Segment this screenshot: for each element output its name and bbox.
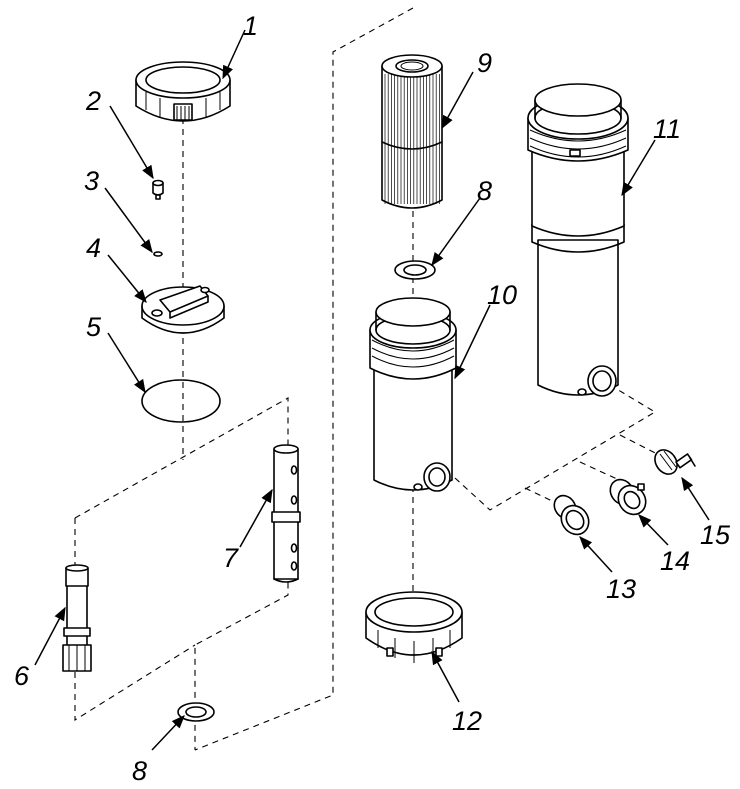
callout-5: 5 <box>86 312 102 342</box>
callout-13: 13 <box>606 574 636 604</box>
part-5-lid-o-ring <box>141 379 221 423</box>
callout-7: 7 <box>223 543 239 573</box>
part-7-air-relief-tube <box>271 444 301 583</box>
part-15-drain-plug <box>654 449 696 475</box>
part-14-union-nut <box>609 478 647 516</box>
part-11-filter-body-tall <box>527 83 629 397</box>
callout-3: 3 <box>84 166 99 196</box>
part-1-filter-lock-ring <box>135 61 231 122</box>
part-4-filter-lid <box>141 285 225 334</box>
part-2-air-relief-valve <box>152 179 164 200</box>
callout-numbers: 1 2 3 4 5 6 7 8 9 8 10 11 12 13 14 15 <box>14 11 731 786</box>
part-6-standpipe <box>62 564 92 672</box>
callout-4: 4 <box>86 233 101 263</box>
part-9-filter-cartridge <box>381 54 443 209</box>
part-8-seal-gasket-top <box>394 260 436 280</box>
callout-11: 11 <box>653 114 681 144</box>
callout-14: 14 <box>660 546 690 576</box>
callout-6: 6 <box>14 661 30 691</box>
callout-10: 10 <box>487 280 517 310</box>
callout-8-top: 8 <box>477 176 492 206</box>
callout-9: 9 <box>477 48 492 78</box>
leader-arrows <box>34 29 710 751</box>
callout-2: 2 <box>85 86 101 116</box>
part-8-seal-gasket-bottom <box>177 702 215 722</box>
callout-1: 1 <box>243 11 258 41</box>
part-10-filter-body-short <box>369 297 457 492</box>
part-13-union-adapter <box>553 494 590 536</box>
callout-8-bottom: 8 <box>132 756 147 786</box>
part-3-valve-o-ring <box>153 251 163 257</box>
part-12-bottom-lock-ring <box>365 591 463 663</box>
callout-15: 15 <box>700 520 731 550</box>
callout-12: 12 <box>452 706 482 736</box>
